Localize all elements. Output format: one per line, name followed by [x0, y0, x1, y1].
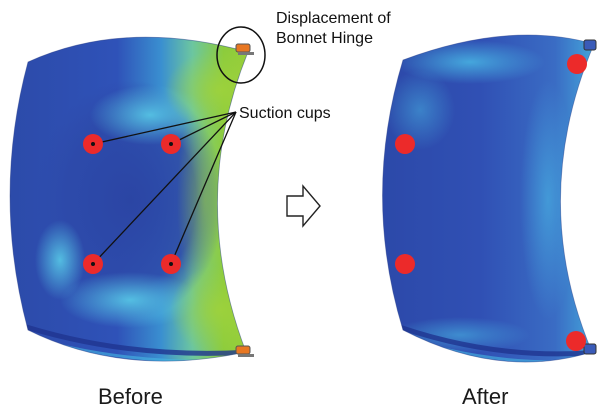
- right-arrow-icon: [286, 184, 321, 228]
- after-caption: After: [462, 384, 509, 409]
- suction-cups-label: Suction cups: [239, 105, 331, 122]
- hinge-displacement-label: Displacement of Bonnet Hinge: [276, 9, 391, 49]
- after-hinge-top-icon: [583, 39, 597, 51]
- before-suction-cups: [83, 134, 181, 274]
- suction-cup-leader-lines: [92, 111, 237, 265]
- suction-cup: [395, 134, 415, 154]
- suction-cup: [567, 54, 587, 74]
- after-hinge-bottom-icon: [583, 343, 597, 355]
- hinge-label-line-1: Displacement of: [276, 10, 391, 27]
- hinge-label-line-2: Bonnet Hinge: [276, 30, 373, 47]
- before-caption: Before: [98, 384, 163, 409]
- suction-cup: [395, 254, 415, 274]
- before-bonnet-panel: [9, 36, 249, 362]
- after-suction-cups: [395, 54, 587, 351]
- suction-cup: [566, 331, 586, 351]
- hinge-top-icon: [235, 43, 254, 55]
- hinge-bottom-icon: [235, 345, 254, 357]
- hinge-callout-circle: [216, 26, 266, 84]
